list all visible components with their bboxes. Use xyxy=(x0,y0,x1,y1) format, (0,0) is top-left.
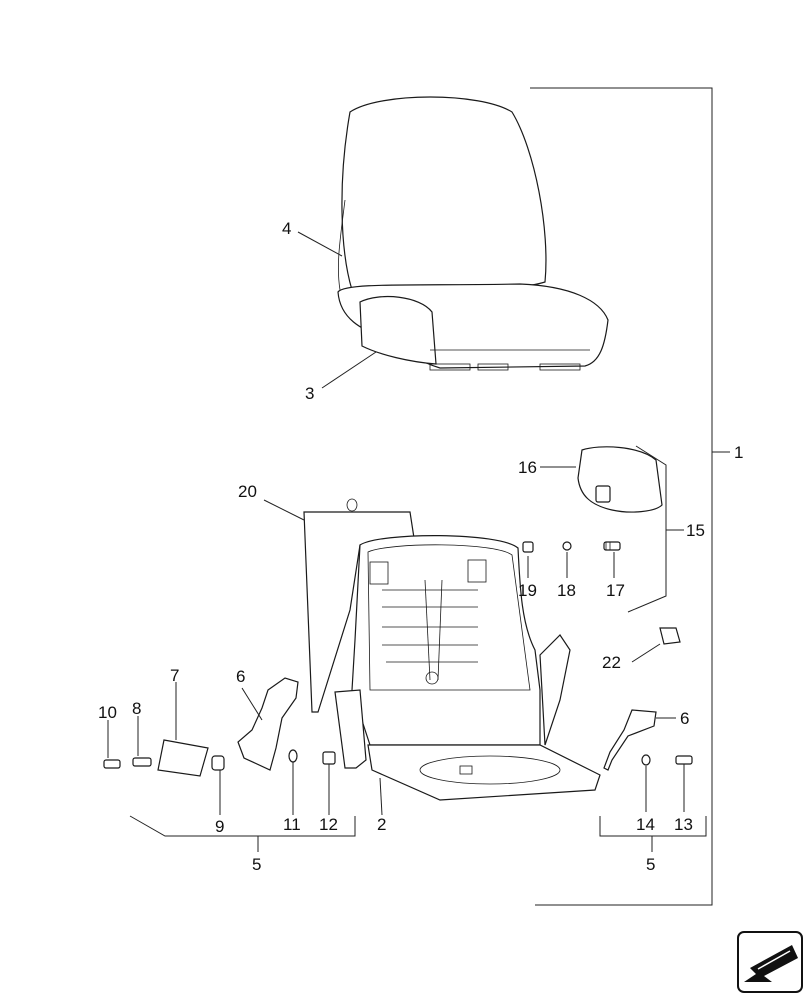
label-9: 9 xyxy=(215,817,224,836)
label-17: 17 xyxy=(606,581,625,600)
label-3: 3 xyxy=(305,384,314,403)
label-6-right: 6 xyxy=(680,709,689,728)
plate-7 xyxy=(157,682,209,777)
back-arrow-icon[interactable] xyxy=(737,931,803,993)
armrest-pad xyxy=(577,446,663,513)
label-12: 12 xyxy=(319,815,338,834)
assembly-bracket-1 xyxy=(530,87,730,906)
label-14: 14 xyxy=(636,815,655,834)
callout-labels: 1 2 3 4 5 5 6 6 7 8 9 10 11 12 13 14 15 … xyxy=(98,219,743,874)
label-10: 10 xyxy=(98,703,117,722)
label-22: 22 xyxy=(602,653,621,672)
seat-belt-left xyxy=(237,677,299,771)
label-4: 4 xyxy=(282,219,291,238)
group-bracket-left xyxy=(129,815,356,852)
label-7: 7 xyxy=(170,666,179,685)
label-13: 13 xyxy=(674,815,693,834)
latch-22 xyxy=(631,627,681,663)
small-hardware-left xyxy=(103,716,336,815)
label-2: 2 xyxy=(377,815,386,834)
leader-lines xyxy=(263,231,685,812)
label-5-right: 5 xyxy=(646,855,655,874)
label-11: 11 xyxy=(283,815,301,834)
label-18: 18 xyxy=(557,581,576,600)
label-20: 20 xyxy=(238,482,257,501)
label-16: 16 xyxy=(518,458,537,477)
label-5-left: 5 xyxy=(252,855,261,874)
hardware-13-14 xyxy=(641,754,693,766)
group-bracket-right xyxy=(599,816,707,852)
assembly-bracket-15 xyxy=(627,445,684,613)
seat-belt-right xyxy=(603,709,676,771)
label-8: 8 xyxy=(132,699,141,718)
label-6-left: 6 xyxy=(236,667,245,686)
label-15: 15 xyxy=(686,521,705,540)
seat-frame xyxy=(334,535,601,816)
label-1: 1 xyxy=(734,443,743,462)
hardware-17-18-19 xyxy=(522,541,621,553)
backrest-panel xyxy=(303,498,415,713)
seat-upholstery xyxy=(337,96,609,371)
label-19: 19 xyxy=(518,581,537,600)
